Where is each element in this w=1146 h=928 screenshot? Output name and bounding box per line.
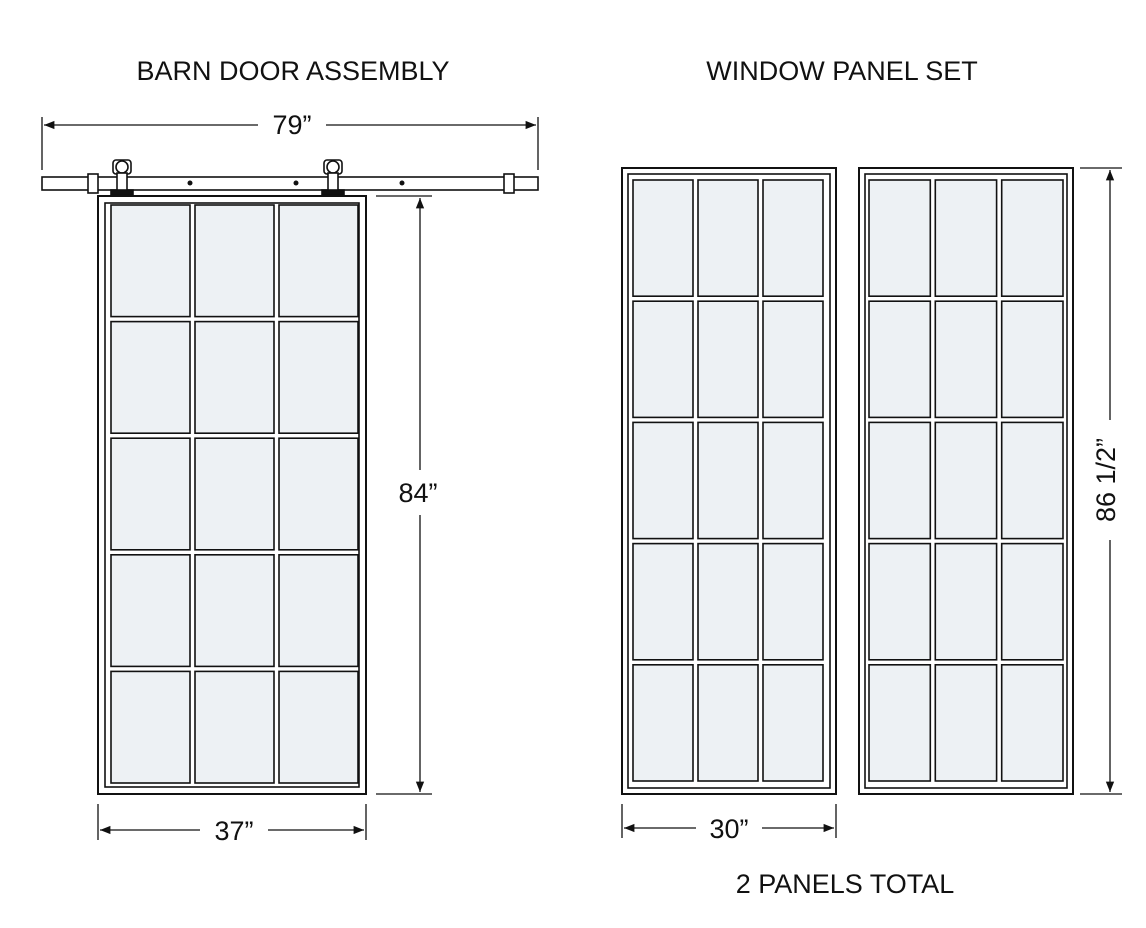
door-pane — [110, 320, 191, 435]
door-pane — [278, 553, 359, 668]
door-pane — [194, 320, 275, 435]
panel-right-pane — [1000, 542, 1064, 661]
door-pane — [110, 437, 191, 551]
sliding-track-rail — [41, 173, 539, 194]
panel-width-label: 30” — [709, 814, 748, 844]
panel-left-pane — [632, 421, 694, 540]
panel-left-pane — [762, 542, 824, 661]
door-pane — [278, 320, 359, 435]
panel-right-pane — [1000, 300, 1064, 419]
door-pane — [278, 670, 359, 784]
panel-right-glass-grid — [868, 179, 1064, 782]
door-pane — [194, 670, 275, 784]
panel-right-pane — [1000, 663, 1064, 782]
panel-left-pane — [762, 663, 824, 782]
panel-right-pane — [1000, 179, 1064, 297]
door-pane — [278, 204, 359, 318]
panel-left-pane — [697, 179, 759, 297]
rail-width-dimension — [41, 117, 539, 170]
barn-door — [97, 195, 367, 795]
door-pane — [194, 204, 275, 318]
panel-left-pane — [697, 663, 759, 782]
panel-height-dimension — [1080, 167, 1122, 795]
window-panel-left — [621, 167, 837, 795]
panel-right-pane — [934, 421, 998, 540]
door-pane — [110, 553, 191, 668]
barn-door-title: BARN DOOR ASSEMBLY — [136, 56, 449, 86]
panel-left-pane — [762, 179, 824, 297]
panel-right-pane — [1000, 421, 1064, 540]
door-pane — [110, 670, 191, 784]
door-width-dimension — [97, 804, 367, 840]
door-pane — [278, 437, 359, 551]
panel-left-pane — [697, 542, 759, 661]
window-panel-right — [858, 167, 1074, 795]
door-pane — [194, 437, 275, 551]
panel-left-glass-grid — [632, 179, 824, 782]
door-pane — [110, 204, 191, 318]
panel-right-pane — [934, 300, 998, 419]
panel-height-label: 86 1/2” — [1091, 438, 1121, 522]
door-width-label: 37” — [214, 816, 253, 846]
panel-right-pane — [868, 179, 932, 297]
panel-count-note: 2 PANELS TOTAL — [736, 869, 955, 899]
panel-width-dimension — [621, 804, 837, 838]
panel-right-pane — [934, 542, 998, 661]
rail-width-label: 79” — [272, 110, 311, 140]
panel-left-pane — [762, 421, 824, 540]
door-roller-hanger-right — [321, 159, 345, 196]
panel-right-pane — [868, 300, 932, 419]
door-glass-grid — [110, 204, 359, 784]
panel-right-pane — [868, 663, 932, 782]
panel-left-pane — [632, 663, 694, 782]
panel-left-pane — [697, 300, 759, 419]
panel-right-pane — [868, 421, 932, 540]
window-panel-title: WINDOW PANEL SET — [706, 56, 978, 86]
door-height-dimension — [376, 195, 432, 795]
panel-right-pane — [934, 663, 998, 782]
door-pane — [194, 553, 275, 668]
panel-left-pane — [697, 421, 759, 540]
panel-right-pane — [934, 179, 998, 297]
door-height-label: 84” — [398, 478, 437, 508]
panel-left-pane — [632, 300, 694, 419]
panel-left-pane — [632, 179, 694, 297]
panel-left-pane — [632, 542, 694, 661]
panel-right-pane — [868, 542, 932, 661]
panel-left-pane — [762, 300, 824, 419]
